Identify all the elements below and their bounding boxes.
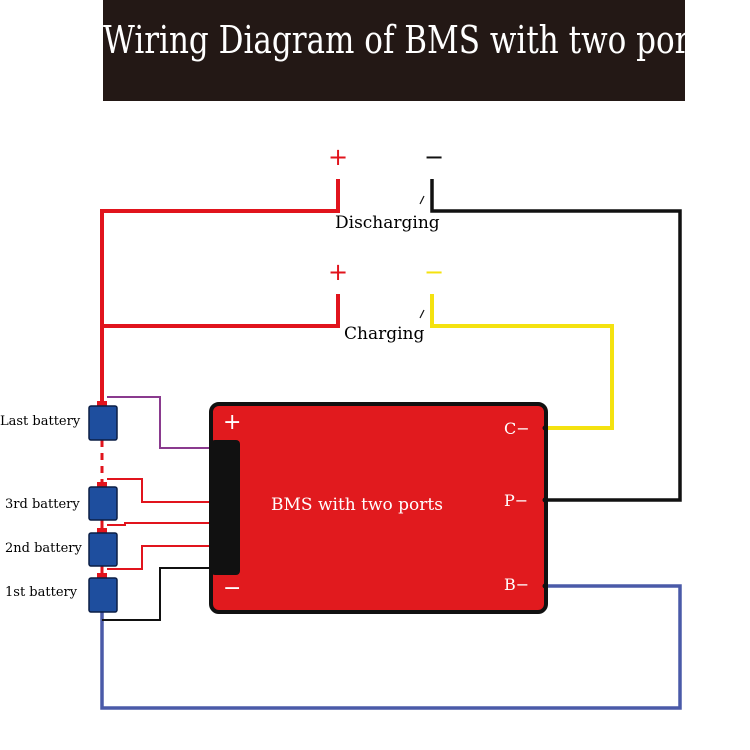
c-minus-terminal <box>542 425 548 431</box>
last-battery-label: Last battery <box>0 414 81 429</box>
third-battery-label: 3rd battery <box>5 497 80 512</box>
balance-wire-1st <box>107 545 212 570</box>
b-minus-wire <box>100 584 682 710</box>
discharge-minus-sign: − <box>424 143 445 171</box>
balance-wire-3rd <box>107 478 212 503</box>
p-minus-terminal <box>542 497 548 503</box>
c-minus-label: C− <box>504 419 530 438</box>
battery-last <box>88 401 118 441</box>
bms-plus-label: + <box>223 410 242 435</box>
b-minus-terminal <box>542 583 548 589</box>
b-minus-label: B− <box>504 575 530 594</box>
discharge-tick <box>419 195 425 205</box>
second-battery-label: 2nd battery <box>5 541 82 556</box>
battery-1st <box>88 573 118 613</box>
charge-minus-sign: − <box>424 258 445 286</box>
charge-negative-wire <box>430 294 614 430</box>
balance-wire-last <box>107 396 212 449</box>
title-banner: Wiring Diagram of BMS with two ports <box>103 0 718 101</box>
bms-minus-label: − <box>223 576 242 601</box>
charge-positive-wire <box>102 294 340 328</box>
diagram-title: Wiring Diagram of BMS with two ports <box>103 18 718 63</box>
balance-wire-2nd <box>107 522 212 526</box>
charge-tick <box>419 309 425 319</box>
first-battery-label: 1st battery <box>5 585 78 600</box>
p-minus-label: P− <box>504 491 529 510</box>
bms-connector <box>211 440 240 575</box>
charge-plus-sign: + <box>328 258 349 286</box>
bms-title-label: BMS with two ports <box>271 495 443 515</box>
discharge-plus-sign: + <box>328 143 349 171</box>
battery-3rd <box>88 482 118 521</box>
discharge-positive-wire <box>100 179 340 405</box>
balance-wire-negative <box>102 567 212 621</box>
discharging-label: Discharging <box>334 213 441 233</box>
battery-2nd <box>88 528 118 567</box>
charging-label: Charging <box>343 324 426 344</box>
discharge-negative-wire <box>430 179 682 502</box>
